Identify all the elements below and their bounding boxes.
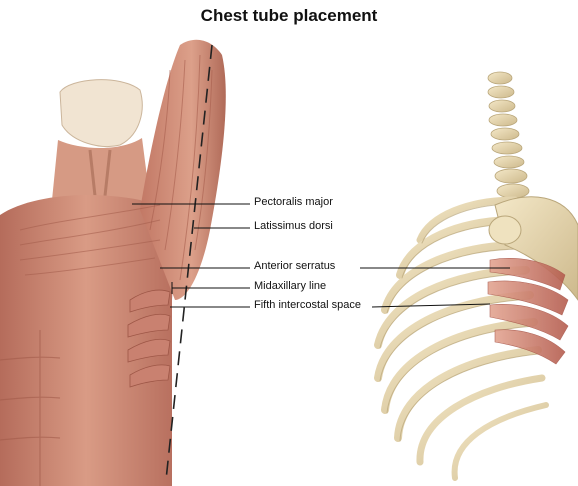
label-pectoralis-major: Pectoralis major (252, 196, 335, 208)
rib-cage (378, 72, 578, 478)
label-anterior-serratus: Anterior serratus (252, 260, 337, 272)
muscular-torso (0, 40, 226, 486)
label-latissimus-dorsi: Latissimus dorsi (252, 220, 335, 232)
humeral-head (489, 216, 521, 244)
label-midaxillary-line: Midaxillary line (252, 280, 328, 292)
torso-body (0, 195, 173, 486)
label-fifth-intercostal-space: Fifth intercostal space (252, 299, 363, 311)
jaw (60, 80, 142, 147)
